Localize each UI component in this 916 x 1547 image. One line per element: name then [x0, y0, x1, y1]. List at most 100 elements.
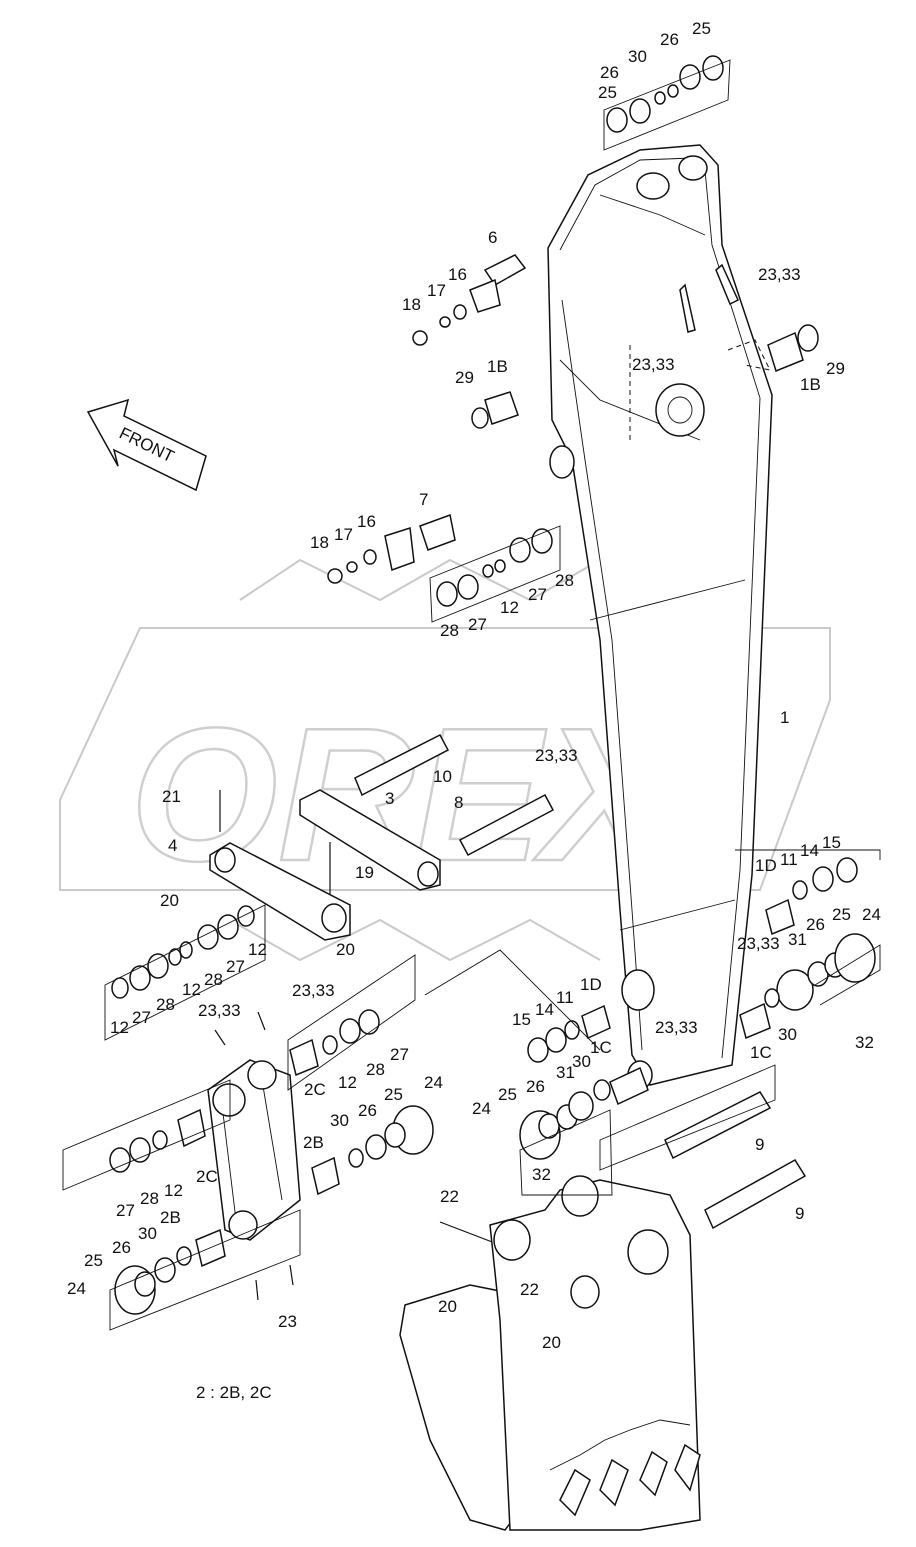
callout-label: 12: [248, 940, 267, 959]
callout-label: 10: [433, 767, 452, 786]
callout-label: 25: [692, 19, 711, 38]
callout-label: 20: [542, 1333, 561, 1352]
callout-label: 30: [778, 1025, 797, 1044]
callout-label: 25: [84, 1251, 103, 1270]
callout-label: 12: [110, 1018, 129, 1037]
callout-label: 28: [440, 621, 459, 640]
callout-label: 26: [358, 1101, 377, 1120]
callout-label: 23,33: [655, 1018, 698, 1037]
callout-label: 29: [455, 368, 474, 387]
callout-label: 27: [468, 615, 487, 634]
callout-label: 24: [67, 1279, 86, 1298]
callout-label: 30: [572, 1052, 591, 1071]
callout-label: 27: [528, 585, 547, 604]
callout-label: 23,33: [737, 934, 780, 953]
callout-label: 26: [806, 915, 825, 934]
callout-label: 25: [384, 1085, 403, 1104]
callout-label: 25: [498, 1085, 517, 1104]
callout-label: 30: [330, 1111, 349, 1130]
callout-label: 2C: [304, 1080, 326, 1099]
callout-label: 31: [788, 930, 807, 949]
callout-label: 26: [600, 63, 619, 82]
callout-label: 4: [168, 836, 177, 855]
callout-label: 9: [755, 1135, 764, 1154]
callout-label: 17: [427, 281, 446, 300]
callout-label: 29: [826, 359, 845, 378]
callout-label: 21: [162, 787, 181, 806]
bucket: [399, 1175, 701, 1531]
callout-label: 25: [832, 905, 851, 924]
callout-label: 15: [822, 833, 841, 852]
callout-label: 16: [357, 512, 376, 531]
callout-label: 32: [532, 1165, 551, 1184]
callout-label: 26: [112, 1238, 131, 1257]
callout-label: 2B: [160, 1208, 181, 1227]
callout-label: 2B: [303, 1133, 324, 1152]
callout-label: 17: [334, 525, 353, 544]
callout-label: 6: [488, 228, 497, 247]
callout-label: 28: [555, 571, 574, 590]
callout-label: 3: [385, 789, 394, 808]
callout-labels: 25 26 30 26 25 6 16 17 18 23,33 1B 29 29…: [67, 19, 881, 1352]
callout-label: 14: [535, 1000, 554, 1019]
callout-label: 20: [438, 1297, 457, 1316]
arm-assembly: [547, 144, 773, 1090]
callout-label: 1C: [750, 1043, 772, 1062]
callout-label: 27: [226, 957, 245, 976]
callout-label: 28: [366, 1060, 385, 1079]
callout-label: 24: [424, 1073, 443, 1092]
front-direction-arrow: FRONT: [86, 398, 207, 492]
callout-label: 27: [390, 1045, 409, 1064]
callout-label: 26: [526, 1077, 545, 1096]
callout-label: 28: [156, 995, 175, 1014]
callout-label: 20: [336, 940, 355, 959]
callout-label: 19: [355, 863, 374, 882]
callout-label: 27: [132, 1008, 151, 1027]
callout-label: 15: [512, 1010, 531, 1029]
callout-label: 27: [116, 1201, 135, 1220]
callout-label: 7: [419, 490, 428, 509]
callout-label: 1B: [487, 357, 508, 376]
callout-label: 16: [448, 265, 467, 284]
callout-label: 24: [472, 1099, 491, 1118]
callout-label: 26: [660, 30, 679, 49]
pins-and-bushings: [109, 55, 876, 1315]
callout-label: 23,33: [632, 355, 675, 374]
callout-label: 11: [556, 988, 574, 1007]
callout-label: 12: [182, 980, 201, 999]
callout-label: 30: [138, 1224, 157, 1243]
callout-label: 1C: [590, 1038, 612, 1057]
callout-label: 25: [598, 83, 617, 102]
callout-label: 11: [780, 850, 798, 869]
callout-label: 18: [310, 533, 329, 552]
callout-label: 30: [628, 47, 647, 66]
callout-label: 1D: [580, 975, 602, 994]
callout-label: 12: [500, 598, 519, 617]
callout-label: 28: [140, 1189, 159, 1208]
callout-label: 32: [855, 1033, 874, 1052]
callout-label: 1B: [800, 375, 821, 394]
callout-label: 23: [278, 1312, 297, 1331]
parts-note: 2 : 2B, 2C: [196, 1383, 272, 1402]
callout-label: 14: [800, 841, 819, 860]
callout-label: 12: [338, 1073, 357, 1092]
callout-label: 23,33: [535, 746, 578, 765]
callout-label: 1D: [755, 856, 777, 875]
callout-label: 28: [204, 970, 223, 989]
callout-label: 22: [520, 1280, 539, 1299]
callout-label: 22: [440, 1187, 459, 1206]
leader-boxes: [62, 59, 881, 1331]
callout-label: 2C: [196, 1167, 218, 1186]
callout-label: 24: [862, 905, 881, 924]
callout-label: 12: [164, 1181, 183, 1200]
callout-label: 23,33: [198, 1001, 241, 1020]
callout-label: 18: [402, 295, 421, 314]
callout-label: 20: [160, 891, 179, 910]
callout-label: 8: [454, 793, 463, 812]
callout-label: 1: [780, 708, 789, 727]
callout-label: 23,33: [758, 265, 801, 284]
callout-label: 31: [556, 1063, 575, 1082]
callout-label: 9: [795, 1204, 804, 1223]
callout-label: 23,33: [292, 981, 335, 1000]
